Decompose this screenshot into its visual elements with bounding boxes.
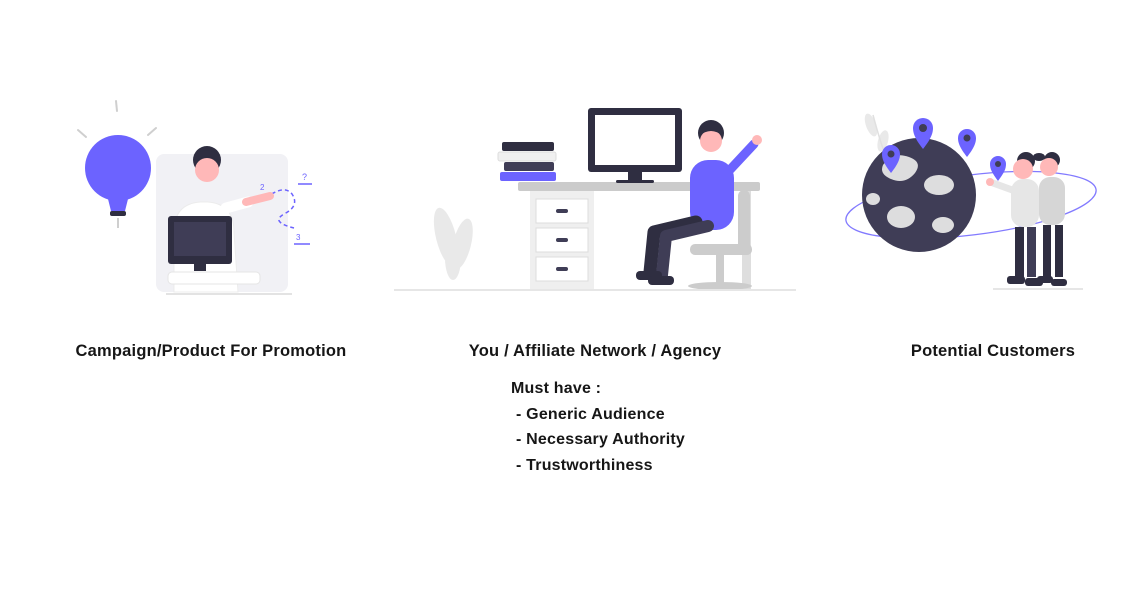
must-have-details: Must have : - Generic Audience - Necessa…	[511, 376, 685, 478]
office-chair	[688, 190, 752, 290]
step-3-mark: 3	[296, 233, 301, 242]
book-stack-icon	[497, 142, 557, 181]
workspace-desk-graphic	[394, 108, 796, 291]
must-have-item-audience: - Generic Audience	[516, 405, 665, 423]
location-pin-icon	[882, 145, 900, 173]
lightbulb-icon	[85, 135, 151, 228]
person-front	[986, 152, 1045, 286]
plant-icon	[433, 207, 473, 280]
globe-icon	[862, 138, 976, 252]
idea-presenter-graphic: ? 2 3	[77, 100, 312, 295]
question-mark-icon: ?	[302, 172, 307, 182]
location-pin-icon	[958, 129, 976, 157]
monitor-icon	[167, 216, 261, 285]
dashed-flow-arrows: ? 2 3	[260, 172, 312, 245]
affiliate-label: You / Affiliate Network / Agency	[468, 342, 722, 360]
light-rays-icon	[77, 100, 157, 138]
person-back	[1037, 152, 1067, 286]
customers-illustration	[843, 103, 1105, 295]
customer-people	[986, 152, 1067, 286]
affiliate-illustration	[390, 102, 800, 297]
campaign-illustration: ? 2 3	[70, 98, 315, 298]
campaign-label: Campaign/Product For Promotion	[75, 342, 347, 360]
step-2-mark: 2	[260, 183, 265, 192]
location-pin-icon	[913, 118, 933, 149]
location-pin-icon	[990, 156, 1006, 181]
seated-person	[636, 120, 762, 285]
desk	[518, 182, 760, 290]
must-have-item-trust: - Trustworthiness	[516, 456, 653, 474]
global-customers-graphic	[845, 113, 1097, 290]
must-have-item-authority: - Necessary Authority	[516, 431, 685, 448]
desktop-monitor-icon	[588, 108, 682, 183]
location-pins	[882, 118, 1006, 181]
customers-label: Potential Customers	[910, 342, 1076, 360]
must-have-heading: Must have :	[511, 380, 602, 397]
